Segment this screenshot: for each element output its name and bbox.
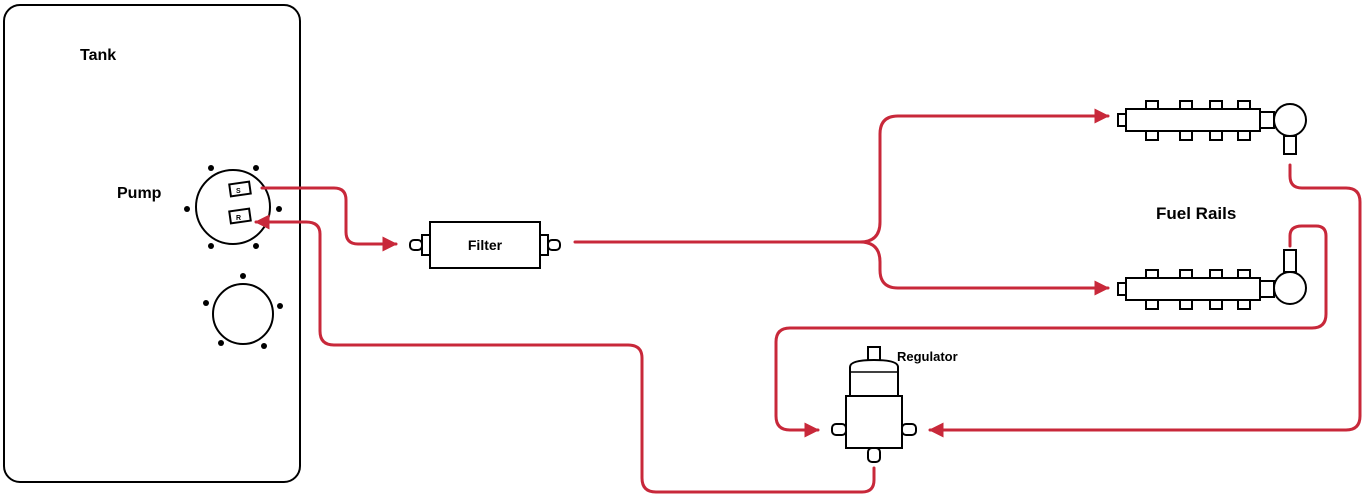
pump-return-port xyxy=(228,207,252,225)
line-regulator-return-to-tank xyxy=(254,214,876,494)
line-top-rail-to-regulator xyxy=(928,163,1362,438)
pump-bolts xyxy=(184,165,282,249)
fuel-rail-top xyxy=(1117,100,1307,155)
fuel-rail-bottom xyxy=(1117,249,1307,310)
regulator-body xyxy=(845,395,903,449)
fuel-lines xyxy=(254,108,1362,494)
sender-bolts xyxy=(203,273,283,349)
filter-inlet-nipple xyxy=(409,239,423,251)
regulator-label: Regulator xyxy=(897,349,958,364)
regulator: Regulator xyxy=(831,346,958,463)
regulator-return-port xyxy=(867,447,881,463)
fuel-rail-bottom-body xyxy=(1125,277,1261,301)
tank-outline xyxy=(3,4,301,483)
line-pump-to-filter xyxy=(260,186,398,252)
pump-label: Pump xyxy=(117,185,162,202)
sender-unit xyxy=(203,273,283,349)
pump-body xyxy=(195,169,271,245)
pump-return-port-label: R xyxy=(236,215,241,222)
sender-body xyxy=(212,283,274,345)
filter-inlet-collar xyxy=(421,234,431,256)
fuel-rail-top-body xyxy=(1125,108,1261,132)
filter-label: Filter xyxy=(468,237,503,253)
filter-outlet-nipple xyxy=(547,239,561,251)
tank-label: Tank xyxy=(80,47,116,64)
line-filter-to-bottom-rail xyxy=(858,240,1110,296)
fuel-rail-top-outlet xyxy=(1283,135,1297,155)
line-filter-to-top-rail xyxy=(573,108,1110,244)
pump-supply-port-label: S xyxy=(236,188,241,195)
fuel-rail-bottom-end-cap xyxy=(1273,271,1307,305)
regulator-diaphragm xyxy=(849,358,899,397)
fuel-rail-top-end-cap xyxy=(1273,103,1307,137)
filter: Filter xyxy=(409,221,561,269)
regulator-inlet-right xyxy=(901,423,917,436)
regulator-inlet-left xyxy=(831,423,847,436)
fuel-rails-label: Fuel Rails xyxy=(1156,204,1236,223)
tank: Tank xyxy=(3,4,301,483)
pump: Pump S R xyxy=(117,165,282,249)
line-bottom-rail-to-regulator xyxy=(774,224,1328,438)
regulator-vacuum-port xyxy=(867,346,881,362)
pump-supply-port xyxy=(228,180,252,198)
filter-outlet-collar xyxy=(539,234,549,256)
fuel-rail-bottom-outlet xyxy=(1283,249,1297,273)
